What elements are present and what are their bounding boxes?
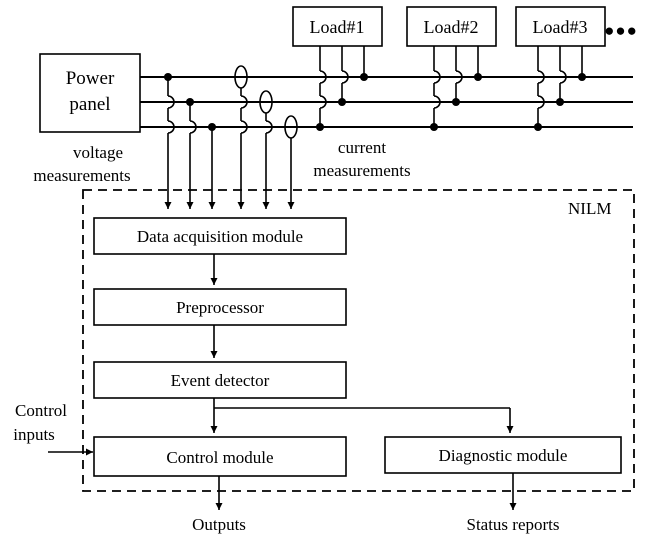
load-3-group: Load#3 bbox=[515, 6, 606, 131]
current-label-2: measurements bbox=[313, 161, 410, 180]
load-1-box bbox=[292, 6, 383, 47]
nilm-boundary bbox=[82, 189, 635, 492]
voltage-taps bbox=[164, 73, 216, 209]
preprocessor-label: Preprocessor bbox=[176, 298, 264, 317]
control-inputs-label-2: inputs bbox=[13, 425, 55, 444]
event-detector-box bbox=[93, 361, 347, 399]
preprocessor-box bbox=[93, 288, 347, 326]
load-2-group: Load#2 bbox=[406, 6, 497, 131]
current-sensors bbox=[234, 65, 298, 209]
status-reports-label: Status reports bbox=[466, 515, 559, 534]
power-panel-label-1: Power bbox=[66, 68, 115, 89]
diagnostic-module-label: Diagnostic module bbox=[439, 446, 568, 465]
current-label-1: current bbox=[338, 138, 386, 157]
nilm-label: NILM bbox=[568, 199, 611, 218]
data-acquisition-box bbox=[93, 217, 347, 255]
voltage-label-2: measurements bbox=[33, 166, 130, 185]
voltage-label-1: voltage bbox=[73, 143, 123, 162]
more-loads-ellipsis: ●●● bbox=[604, 21, 638, 40]
outputs-label: Outputs bbox=[192, 515, 246, 534]
control-inputs-label-1: Control bbox=[15, 401, 67, 420]
load-2-box bbox=[406, 6, 497, 47]
power-panel-box bbox=[39, 53, 141, 133]
control-module-box bbox=[93, 436, 347, 477]
diagnostic-module-box bbox=[384, 436, 622, 474]
control-module-label: Control module bbox=[166, 448, 273, 467]
power-panel-label-2: panel bbox=[69, 94, 110, 115]
load-1-label: Load#1 bbox=[310, 17, 365, 37]
load-3-label: Load#3 bbox=[533, 17, 588, 37]
load-2-label: Load#2 bbox=[424, 17, 479, 37]
load-3-box bbox=[515, 6, 606, 47]
load-1-group: Load#1 bbox=[292, 6, 383, 131]
data-acquisition-label: Data acquisition module bbox=[137, 227, 303, 246]
event-detector-label: Event detector bbox=[171, 371, 270, 390]
